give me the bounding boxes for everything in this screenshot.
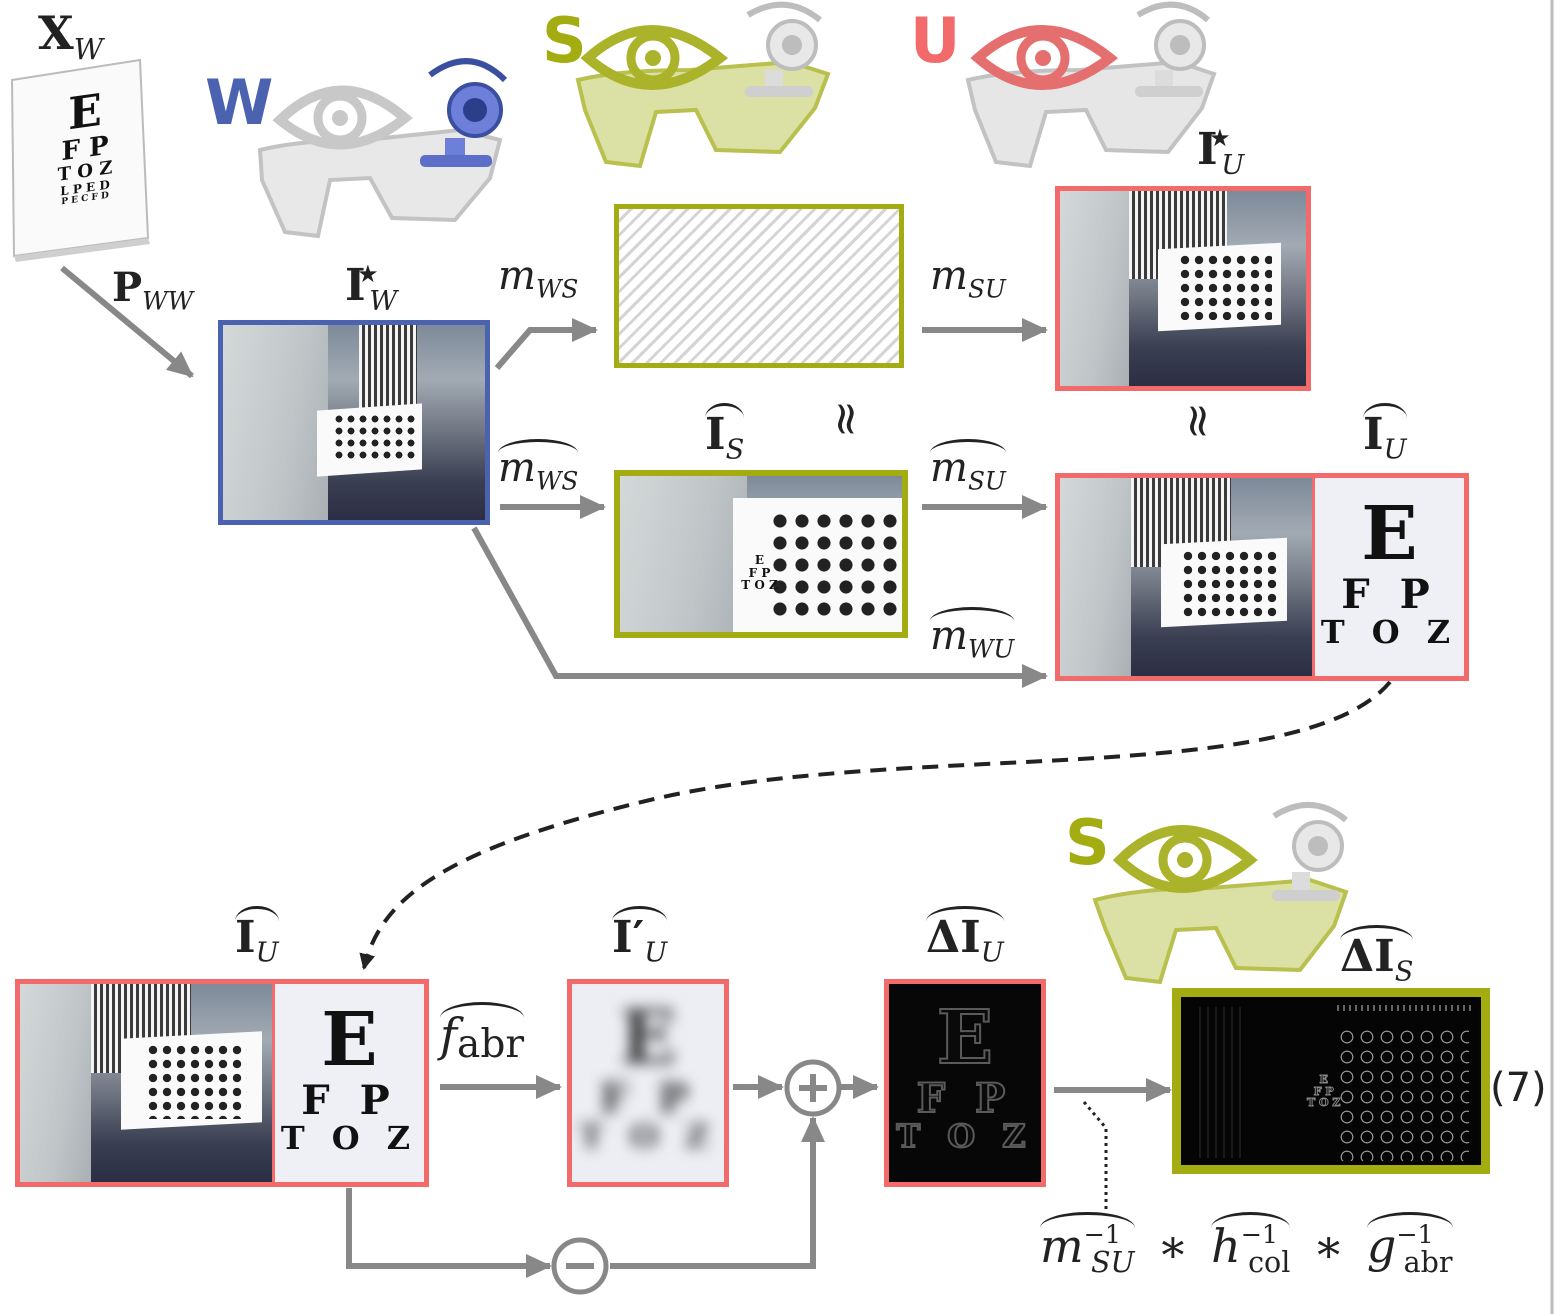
eye-icon-s-top [580,25,729,90]
image-i-u-tilde-top: E F P T O Z [1055,473,1469,681]
label-m-ws: mWS [498,253,579,304]
arrow-m-ws [494,318,598,370]
top-chart-row3: T O Z [1320,612,1459,651]
image-delta-i-u: E F P T O Z [884,979,1046,1187]
label-f-abr: fabr [440,1001,525,1067]
image-i-u-star [1055,186,1311,391]
eye-icon-w [272,85,413,150]
observer-label-w: W [205,66,274,139]
label-i-u-tilde-top: IU [1363,403,1407,466]
arrow-minus-to-plus [610,1116,825,1269]
top-chart-row1: E [1361,491,1418,577]
arrow-pww [60,265,194,379]
label-m-su: mSU [930,253,1006,304]
label-i-s-tilde: IS [705,403,745,466]
minus-operator [551,1237,609,1295]
observer-label-s-top: S [542,4,587,77]
dotted-formula-link [1082,1101,1108,1210]
observer-label-s-bottom: S [1065,806,1110,879]
image-i-w-star [218,320,490,525]
image-i-s-star-placeholder [614,204,904,368]
eye-icon-u [970,25,1119,90]
label-i-u-star: I★U [1197,124,1245,181]
bottom-chart-row1: E [321,997,378,1083]
webcam-icon-s-top [745,1,822,97]
image-i-u-prime-blurred: E F P T O Z [567,979,729,1187]
webcam-icon-u [1135,1,1210,97]
approx-symbol-s: ≈ [820,399,875,439]
bottom-chart-row3: T O Z [280,1118,419,1157]
webcam-icon-w [420,58,508,167]
equation-number: (7) [1490,1065,1547,1111]
label-delta-i-s: ΔIS [1340,925,1414,988]
label-m-wu-tilde: mWU [930,607,1015,664]
dashed-connector [359,680,1392,970]
inverse-formula: m−1SU ∗ h−1col ∗ g−1abr [1040,1211,1453,1279]
image-i-u-tilde-bottom: E F P T O Z [15,979,429,1187]
label-x-w: XW [38,6,104,66]
eye-chart-text: E F P T O Z L P E D P E C F D [30,82,140,212]
observer-label-u: U [910,4,961,77]
eye-icon-s-bottom [1112,825,1258,893]
label-i-w-star: I★W [345,260,398,317]
bottom-chart-row2: F P [301,1076,398,1124]
top-chart-row2: F P [1341,570,1438,618]
plus-operator [784,1059,842,1117]
label-delta-i-u: ΔIU [926,906,1004,969]
label-p-ww: PWW [112,264,194,316]
label-i-u-prime: I′U [612,906,668,969]
label-m-ws-tilde: mWS [498,439,579,496]
label-m-su-tilde: mSU [930,439,1006,496]
label-i-u-tilde-bottom: IU [235,906,279,969]
arrow-to-minus [346,1188,552,1278]
approx-symbol-u: ≈ [1172,401,1227,441]
arrow-m-wu-tilde [471,526,1048,688]
eye-chart-card [10,58,150,262]
webcam-icon-s-bottom [1272,802,1348,901]
